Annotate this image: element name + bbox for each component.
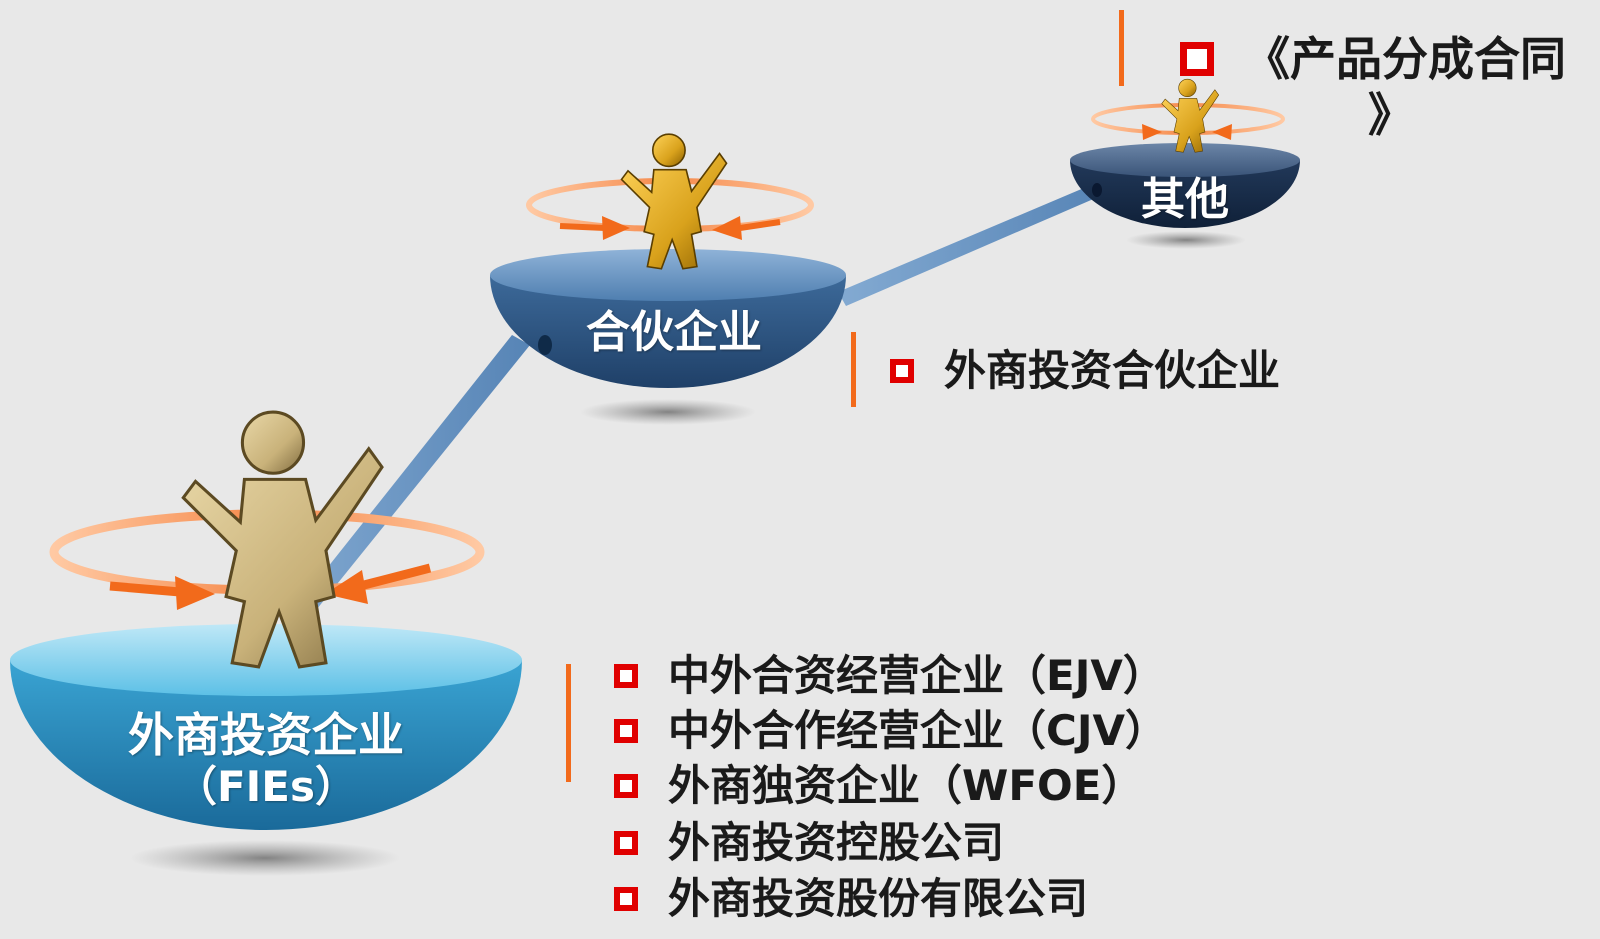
bowl-shadow: [1126, 231, 1246, 249]
accent-bar: [851, 332, 856, 407]
bullet-square-icon: [614, 887, 638, 911]
connector-beam-upper: [838, 182, 1105, 306]
list-item-cjv: 中外合作经营企业（CJV）: [614, 710, 1167, 752]
bowl-shadow: [130, 840, 400, 876]
list-item-wfoe: 外商独资企业（WFOE）: [614, 765, 1143, 807]
tier-label-partnership: 合伙企业: [586, 307, 762, 358]
bowl-large: [10, 624, 522, 830]
tier-label-fies-line1: 外商投资企业: [128, 708, 404, 762]
bowl-medium: [490, 249, 846, 388]
accent-bar: [1119, 10, 1124, 86]
list-item-joint-stock: 外商投资股份有限公司: [614, 878, 1088, 920]
list-item-text: 外商独资企业（WFOE）: [668, 761, 1144, 810]
bowl-shadow: [580, 399, 756, 425]
list-item-text: 外商投资股份有限公司: [668, 874, 1089, 923]
list-item-holding: 外商投资控股公司: [614, 822, 1004, 864]
bullet-square-icon: [614, 664, 638, 688]
bullet-square-icon: [1180, 42, 1214, 76]
list-item-text: 中外合作经营企业（CJV）: [668, 706, 1167, 755]
list-item-production-sharing-line2: 》: [1368, 88, 1414, 142]
bullet-square-icon: [614, 774, 638, 798]
accent-bar: [566, 664, 571, 782]
list-item-text: 中外合资经营企业（EJV）: [668, 651, 1165, 700]
tier-label-fies-line2: （FIEs）: [174, 762, 357, 811]
person-figure-icon: [620, 133, 728, 270]
connector-beam-lower: [270, 335, 530, 640]
list-item-production-sharing: 《产品分成合同: [1180, 36, 1566, 82]
list-item-text: 《产品分成合同: [1244, 32, 1566, 86]
person-figure-icon: [1161, 78, 1220, 153]
list-item-text: 外商投资控股公司: [668, 818, 1005, 867]
bullet-square-icon: [614, 831, 638, 855]
bullet-square-icon: [614, 719, 638, 743]
list-item-ejv: 中外合资经营企业（EJV）: [614, 655, 1165, 697]
bowl-small: [1070, 143, 1300, 228]
list-item-foreign-partnership: 外商投资合伙企业: [890, 350, 1280, 392]
tier-label-other: 其他: [1141, 174, 1229, 225]
list-item-text: 外商投资合伙企业: [944, 346, 1281, 395]
bullet-square-icon: [890, 359, 914, 383]
